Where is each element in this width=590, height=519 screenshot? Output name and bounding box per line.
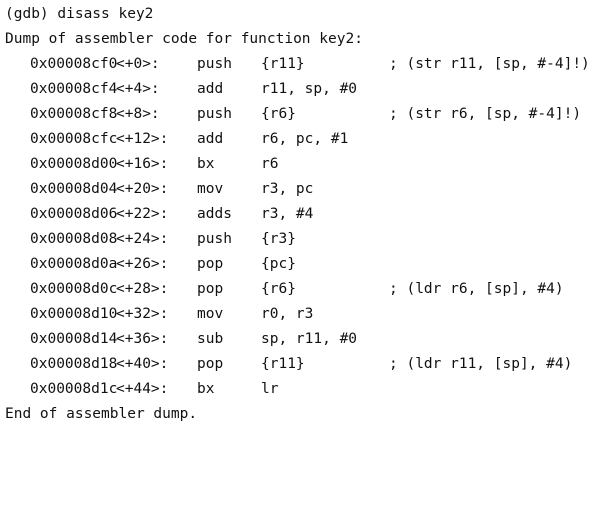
instruction-row: 0x00008cf0 <+0>: push {r11} ; (str r11, …: [0, 54, 590, 74]
instruction-operands: {r6}: [261, 281, 296, 297]
instruction-address: 0x00008d0a: [30, 256, 118, 272]
instruction-offset: <+36>:: [116, 331, 169, 347]
instruction-mnemonic: bx: [197, 156, 215, 172]
instruction-address: 0x00008d1c: [30, 381, 118, 397]
instruction-address: 0x00008d00: [30, 156, 118, 172]
instruction-address: 0x00008d18: [30, 356, 118, 372]
instruction-row: 0x00008d0c <+28>: pop {r6} ; (ldr r6, [s…: [0, 279, 581, 299]
instruction-row: 0x00008d10 <+32>: mov r0, r3: [0, 304, 581, 324]
instruction-address: 0x00008d14: [30, 331, 118, 347]
instruction-address: 0x00008d06: [30, 206, 118, 222]
instruction-comment: ; (ldr r11, [sp], #4): [389, 356, 573, 372]
instruction-offset: <+4>:: [116, 81, 160, 97]
instruction-comment: ; (ldr r6, [sp], #4): [389, 281, 564, 297]
instruction-row: 0x00008d08 <+24>: push {r3}: [0, 229, 581, 249]
instruction-mnemonic: push: [197, 231, 232, 247]
instruction-offset: <+8>:: [116, 106, 160, 122]
instruction-row: 0x00008d0a <+26>: pop {pc}: [0, 254, 581, 274]
instruction-address: 0x00008d10: [30, 306, 118, 322]
instruction-offset: <+28>:: [116, 281, 169, 297]
instruction-offset: <+32>:: [116, 306, 169, 322]
instruction-mnemonic: adds: [197, 206, 232, 222]
instruction-operands: r0, r3: [261, 306, 314, 322]
instruction-operands: r6: [261, 156, 279, 172]
instruction-mnemonic: add: [197, 81, 224, 97]
instruction-mnemonic: mov: [197, 181, 224, 197]
instruction-mnemonic: bx: [197, 381, 215, 397]
instruction-offset: <+40>:: [116, 356, 169, 372]
instruction-operands: r3, #4: [261, 206, 314, 222]
instruction-address: 0x00008cf4: [30, 81, 118, 97]
instruction-offset: <+22>:: [116, 206, 169, 222]
instruction-offset: <+12>:: [116, 131, 169, 147]
instruction-row: 0x00008cf4 <+4>: add r11, sp, #0: [0, 79, 581, 99]
instruction-mnemonic: mov: [197, 306, 224, 322]
instruction-row: 0x00008d1c <+44>: bx lr: [0, 379, 581, 399]
instruction-address: 0x00008cf8: [30, 106, 118, 122]
instruction-row: 0x00008d00 <+16>: bx r6: [0, 154, 581, 174]
instruction-mnemonic: add: [197, 131, 224, 147]
instruction-row: 0x00008d14 <+36>: sub sp, r11, #0: [0, 329, 581, 349]
instruction-offset: <+16>:: [116, 156, 169, 172]
instruction-operands: {r11}: [261, 356, 305, 372]
gdb-command-line: (gdb) disass key2: [5, 6, 154, 22]
dump-footer: End of assembler dump.: [5, 406, 198, 422]
instruction-operands: {r3}: [261, 231, 296, 247]
instruction-offset: <+44>:: [116, 381, 169, 397]
instruction-comment: ; (str r11, [sp, #-4]!): [389, 56, 590, 72]
instruction-operands: r3, pc: [261, 181, 314, 197]
instruction-row: 0x00008d04 <+20>: mov r3, pc: [0, 179, 581, 199]
instruction-address: 0x00008cfc: [30, 131, 118, 147]
dump-header: Dump of assembler code for function key2…: [5, 31, 363, 47]
instruction-row: 0x00008d06 <+22>: adds r3, #4: [0, 204, 581, 224]
instruction-mnemonic: pop: [197, 256, 224, 272]
instruction-mnemonic: sub: [197, 331, 224, 347]
instruction-operands: {r11}: [261, 56, 305, 72]
instruction-operands: lr: [261, 381, 279, 397]
instruction-address: 0x00008d0c: [30, 281, 118, 297]
instruction-offset: <+20>:: [116, 181, 169, 197]
instruction-operands: {r6}: [261, 106, 296, 122]
instruction-operands: r11, sp, #0: [261, 81, 358, 97]
instruction-operands: sp, r11, #0: [261, 331, 358, 347]
instruction-offset: <+24>:: [116, 231, 169, 247]
instruction-comment: ; (str r6, [sp, #-4]!): [389, 106, 582, 122]
instruction-address: 0x00008d08: [30, 231, 118, 247]
instruction-address: 0x00008d04: [30, 181, 118, 197]
instruction-operands: {pc}: [261, 256, 296, 272]
instruction-operands: r6, pc, #1: [261, 131, 349, 147]
instruction-row: 0x00008d18 <+40>: pop {r11} ; (ldr r11, …: [0, 354, 581, 374]
instruction-mnemonic: push: [197, 56, 232, 72]
instruction-mnemonic: pop: [197, 281, 224, 297]
instruction-row: 0x00008cf8 <+8>: push {r6} ; (str r6, [s…: [0, 104, 581, 124]
instruction-row: 0x00008cfc <+12>: add r6, pc, #1: [0, 129, 581, 149]
instruction-offset: <+0>:: [116, 56, 160, 72]
instruction-mnemonic: pop: [197, 356, 224, 372]
instruction-mnemonic: push: [197, 106, 232, 122]
instruction-offset: <+26>:: [116, 256, 169, 272]
instruction-address: 0x00008cf0: [30, 56, 118, 72]
gdb-terminal-output: (gdb) disass key2 Dump of assembler code…: [0, 6, 590, 422]
